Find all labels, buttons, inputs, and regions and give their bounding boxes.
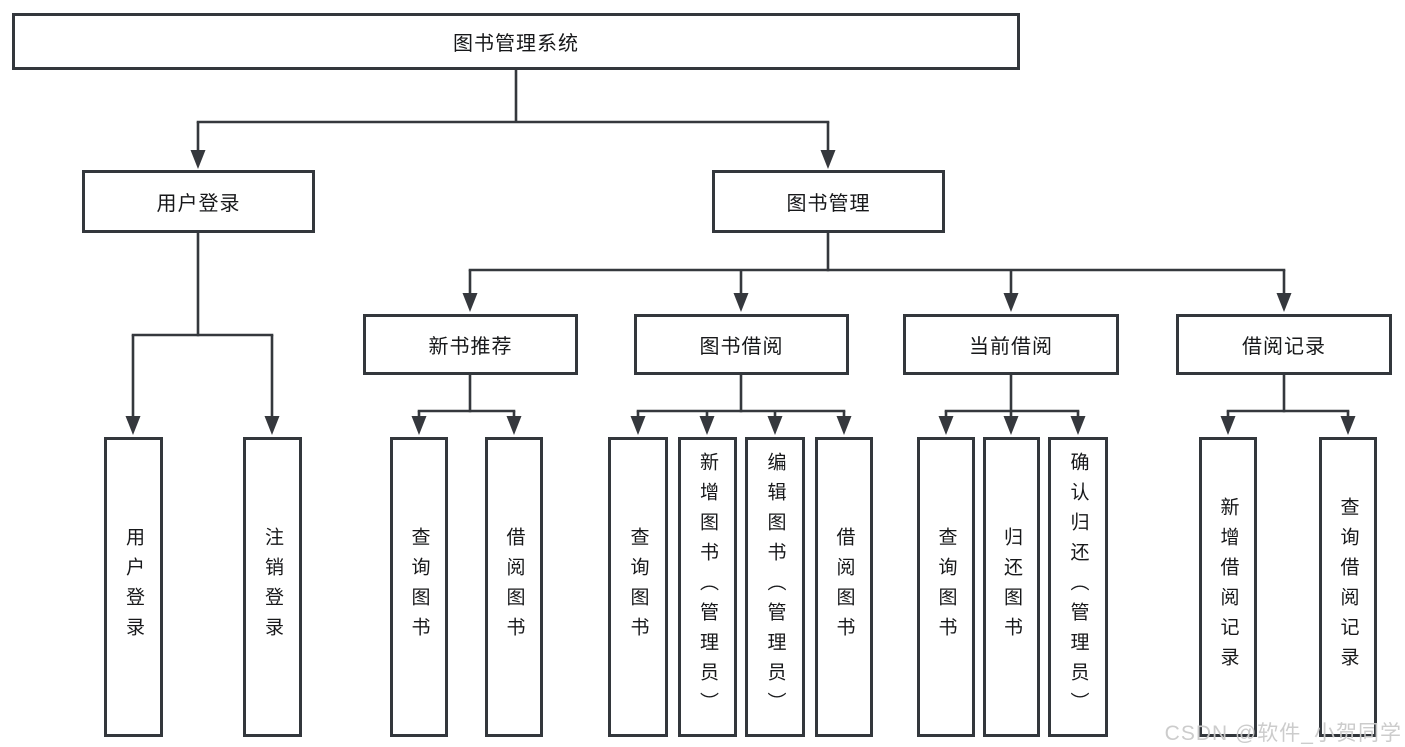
node-label: 当前借阅 (969, 336, 1053, 358)
leaf-query-books-current: 查询图书 (917, 437, 975, 737)
node-label: 用户登录 (123, 527, 144, 647)
node-current-borrowing: 当前借阅 (903, 314, 1119, 375)
leaf-user-login: 用户登录 (104, 437, 163, 737)
node-label: 借阅记录 (1242, 336, 1326, 358)
leaf-borrow-books: 借阅图书 (815, 437, 873, 737)
node-label: 注销登录 (262, 527, 283, 647)
node-label: 图书管理 (786, 193, 871, 215)
node-label: 查询借阅记录 (1337, 497, 1359, 677)
node-label: 用户登录 (156, 193, 241, 215)
leaf-confirm-return-admin: 确认归还（管理员） (1048, 437, 1108, 737)
node-book-borrowing: 图书借阅 (634, 314, 849, 375)
node-label: 新增图书（管理员） (697, 452, 718, 722)
node-label: 新书推荐 (428, 336, 513, 358)
node-borrowing-records: 借阅记录 (1176, 314, 1392, 375)
leaf-query-books-borrow: 查询图书 (608, 437, 668, 737)
node-label: 编辑图书（管理员） (764, 452, 786, 722)
node-label: 新增借阅记录 (1217, 497, 1239, 677)
leaf-return-books: 归还图书 (983, 437, 1040, 737)
leaf-add-borrow-record: 新增借阅记录 (1199, 437, 1257, 737)
leaf-add-book-admin: 新增图书（管理员） (678, 437, 737, 737)
node-label: 借阅图书 (833, 527, 855, 647)
node-book-management: 图书管理 (712, 170, 945, 233)
node-root: 图书管理系统 (12, 13, 1020, 70)
node-label: 查询图书 (935, 527, 957, 647)
node-user-login: 用户登录 (82, 170, 315, 233)
node-label: 查询图书 (408, 527, 430, 647)
node-label: 查询图书 (627, 527, 649, 647)
node-label: 图书管理系统 (453, 33, 579, 55)
node-new-book-recommend: 新书推荐 (363, 314, 578, 375)
node-label: 确认归还（管理员） (1067, 452, 1089, 722)
leaf-borrow-books-recommend: 借阅图书 (485, 437, 543, 737)
node-label: 归还图书 (1001, 527, 1022, 647)
arrowheads (125, 150, 1356, 435)
node-label: 图书借阅 (699, 336, 784, 358)
node-label: 借阅图书 (503, 527, 525, 647)
watermark: CSDN @软件_小贺同学 (1164, 722, 1402, 745)
leaf-query-books-recommend: 查询图书 (390, 437, 448, 737)
leaf-query-borrow-record: 查询借阅记录 (1319, 437, 1377, 737)
leaf-edit-book-admin: 编辑图书（管理员） (745, 437, 805, 737)
leaf-logout: 注销登录 (243, 437, 302, 737)
